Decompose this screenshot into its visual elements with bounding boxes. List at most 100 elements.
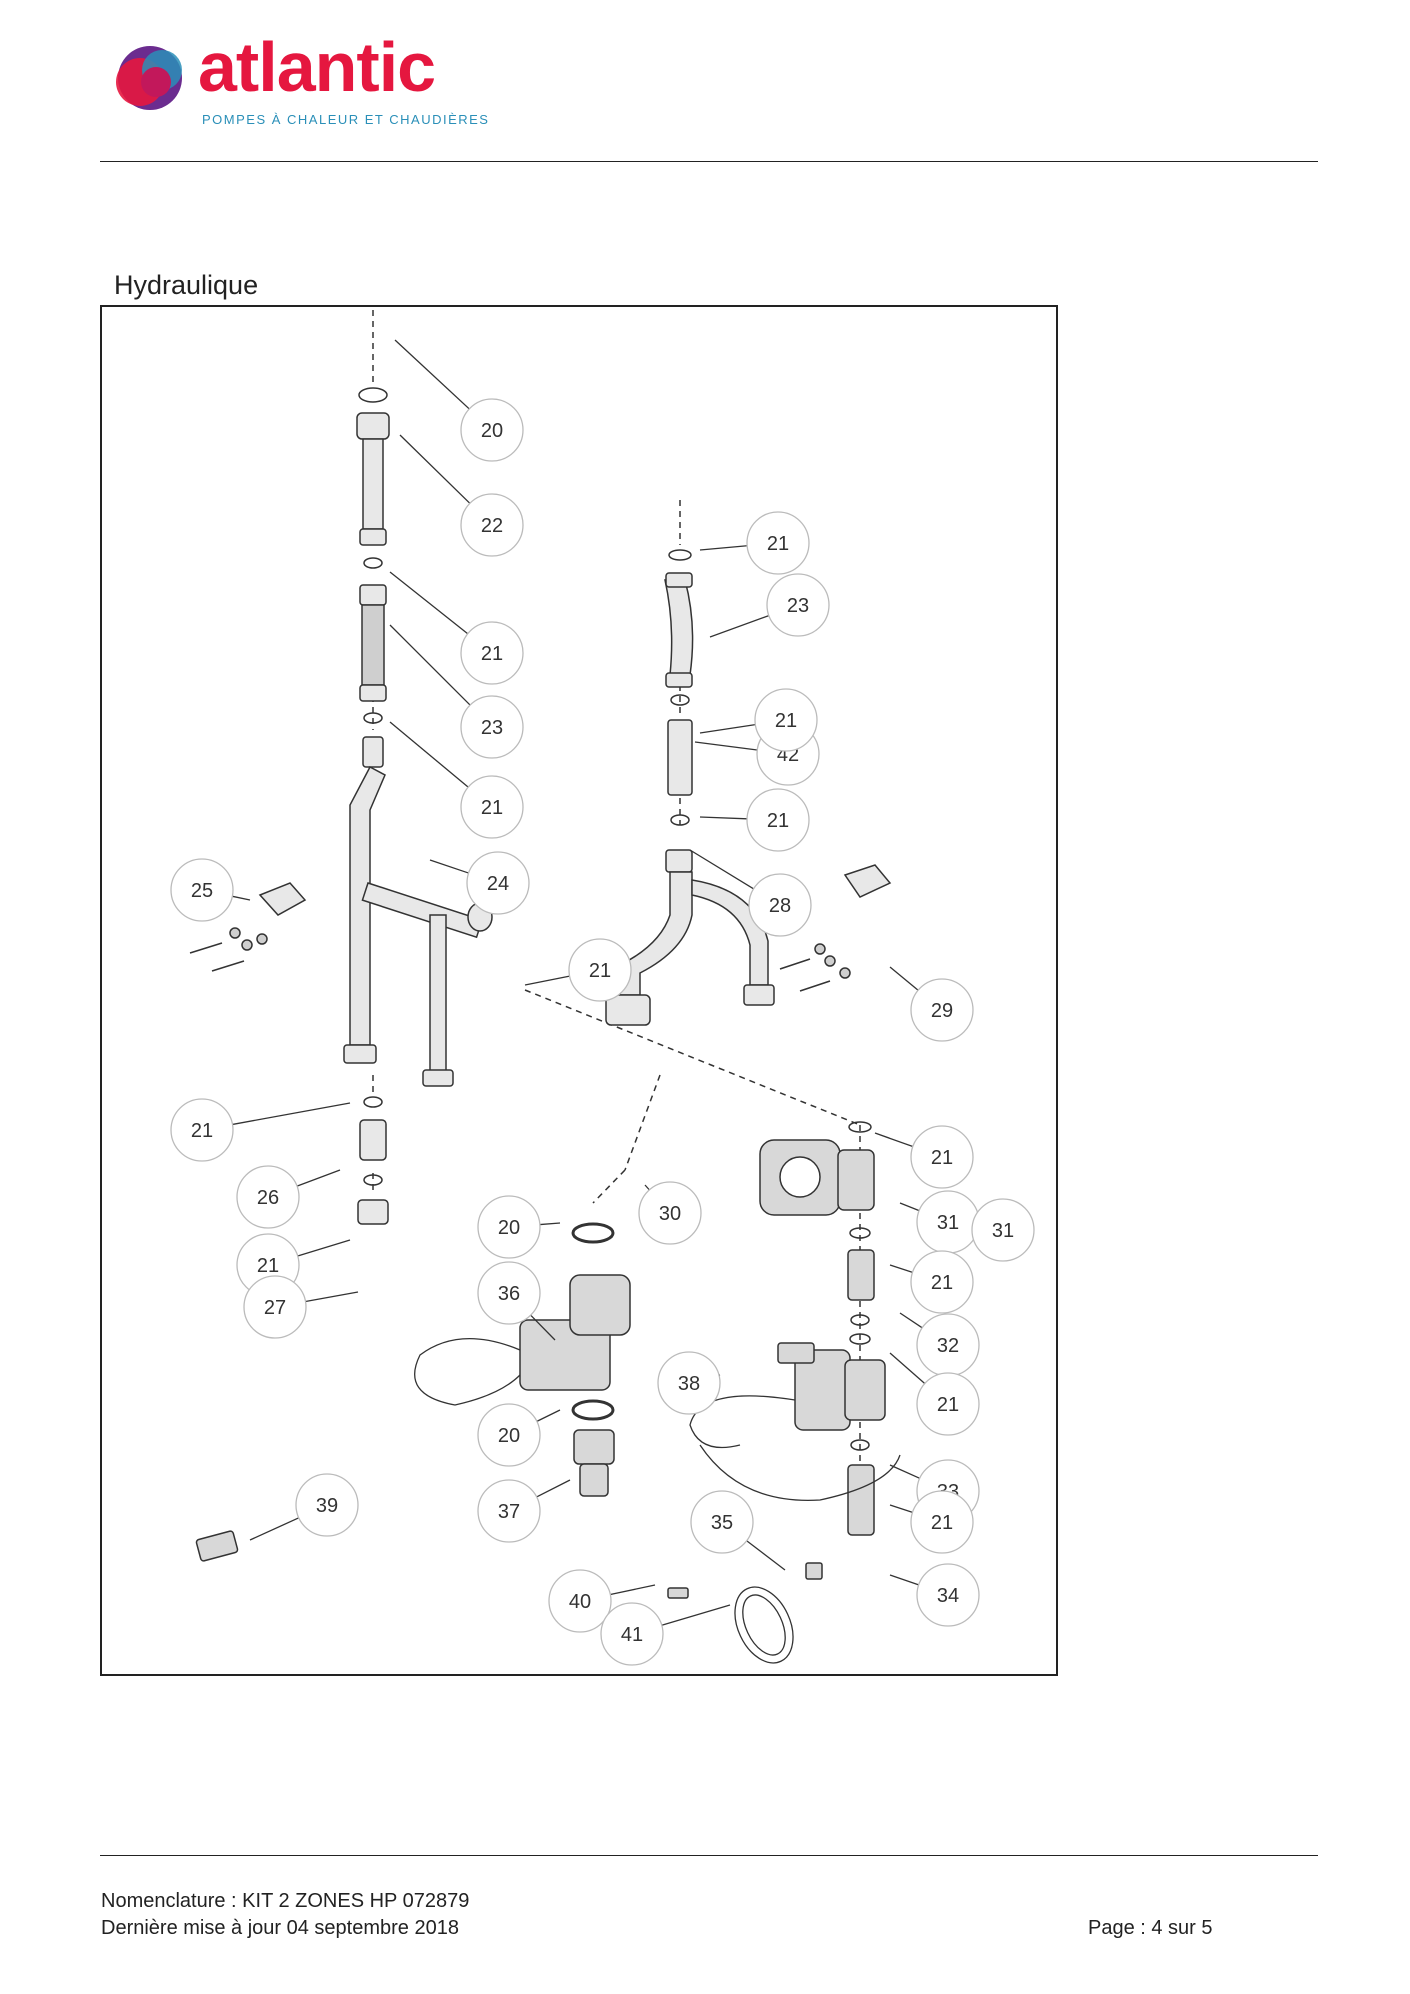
- callout-leader-line: [889, 1504, 913, 1513]
- callout-circle: [170, 1098, 234, 1162]
- callout-23: 23: [389, 624, 524, 759]
- callout-number: 20: [481, 420, 503, 442]
- callout-leader-line: [899, 1202, 920, 1212]
- callout-number: 37: [498, 1501, 520, 1523]
- callout-number: 21: [931, 1272, 953, 1294]
- callout-number: 31: [992, 1220, 1014, 1242]
- callout-circle: [690, 1490, 754, 1554]
- callout-number: 34: [937, 1585, 959, 1607]
- callout-30: 30: [638, 1181, 702, 1245]
- brand-logo: atlantic POMPES À CHALEUR ET CHAUDIÈRES: [110, 32, 490, 128]
- callout-35: 35: [690, 1490, 786, 1571]
- callout-number: 21: [589, 960, 611, 982]
- callout-leader-line: [536, 1479, 571, 1498]
- callout-number: 23: [481, 717, 503, 739]
- callout-circle: [910, 1125, 974, 1189]
- callout-circle: [170, 858, 234, 922]
- callout-circle: [548, 1569, 612, 1633]
- callout-number: 31: [937, 1212, 959, 1234]
- callout-number: 29: [931, 1000, 953, 1022]
- callout-number: 38: [678, 1373, 700, 1395]
- callout-22: 22: [399, 434, 524, 557]
- callout-leader-line: [530, 1314, 556, 1341]
- callout-21: 21: [699, 788, 810, 852]
- callout-circle: [910, 1250, 974, 1314]
- callout-leader-line: [429, 859, 469, 874]
- callout-32: 32: [899, 1312, 980, 1377]
- callout-number: 26: [257, 1187, 279, 1209]
- callout-circle: [295, 1473, 359, 1537]
- callout-circle: [754, 688, 818, 752]
- callout-leader-line: [389, 571, 469, 635]
- callout-circle: [568, 938, 632, 1002]
- callout-circle: [460, 398, 524, 462]
- callout-leader-line: [524, 975, 570, 986]
- callout-number: 21: [191, 1120, 213, 1142]
- brand-tagline: POMPES À CHALEUR ET CHAUDIÈRES: [202, 112, 490, 127]
- footer-reference: Nomenclature : KIT 2 ZONES HP 072879: [101, 1890, 470, 1912]
- callout-24: 24: [429, 851, 530, 915]
- callout-leader-line: [699, 723, 756, 734]
- callout-21: 21: [699, 511, 810, 575]
- callout-number: 32: [937, 1335, 959, 1357]
- header-divider: [100, 161, 1318, 162]
- callout-21: 21: [889, 1250, 974, 1314]
- callout-29: 29: [889, 966, 974, 1042]
- callout-38: 38: [657, 1351, 721, 1415]
- callout-leader-line: [889, 1264, 913, 1273]
- callout-circle: [460, 695, 524, 759]
- hydraulic-exploded-diagram: 2022212321242521284221232121292126212720…: [100, 305, 1058, 1676]
- callout-leader-line: [889, 1352, 926, 1385]
- callout-circle: [916, 1563, 980, 1627]
- callout-circle: [910, 1490, 974, 1554]
- callout-number: 36: [498, 1283, 520, 1305]
- callout-circle: [243, 1275, 307, 1339]
- callout-37: 37: [477, 1479, 571, 1543]
- callout-circle: [600, 1602, 664, 1666]
- callout-number: 21: [931, 1147, 953, 1169]
- callout-leader-line: [536, 1409, 561, 1422]
- callout-number: 21: [481, 643, 503, 665]
- callout-leader-line: [644, 1184, 650, 1191]
- callout-31: 31: [971, 1198, 1035, 1262]
- callout-number: 20: [498, 1217, 520, 1239]
- callout-leader-line: [889, 1574, 919, 1586]
- callout-leader-line: [699, 545, 748, 551]
- callout-circle: [460, 775, 524, 839]
- callout-number: 30: [659, 1203, 681, 1225]
- pump-parts: [195, 1121, 886, 1599]
- callout-leader-line: [610, 1584, 656, 1596]
- callout-number: 28: [769, 895, 791, 917]
- callout-number: 21: [931, 1512, 953, 1534]
- callout-number: 20: [498, 1425, 520, 1447]
- callout-circle: [477, 1479, 541, 1543]
- callout-26: 26: [236, 1165, 341, 1229]
- callout-number: 25: [191, 880, 213, 902]
- callout-leader-line: [296, 1169, 341, 1187]
- callout-21: 21: [699, 688, 818, 752]
- callout-circle: [766, 573, 830, 637]
- callout-leader-line: [709, 614, 770, 638]
- callout-21: 21: [889, 1490, 974, 1554]
- callout-number: 21: [775, 710, 797, 732]
- callout-41: 41: [600, 1602, 731, 1666]
- callout-31: 31: [899, 1190, 980, 1254]
- callout-27: 27: [243, 1275, 359, 1339]
- callout-leader-line: [399, 434, 471, 504]
- callout-20: 20: [477, 1403, 561, 1467]
- callout-number: 21: [481, 797, 503, 819]
- callout-21: 21: [874, 1125, 974, 1189]
- callout-leader-line: [297, 1239, 351, 1257]
- callout-leader-line: [746, 1540, 786, 1571]
- callout-circle: [638, 1181, 702, 1245]
- footer-update-date: Dernière mise à jour 04 septembre 2018: [101, 1917, 459, 1939]
- footer-divider: [100, 1855, 1318, 1856]
- callout-21: 21: [524, 938, 632, 1002]
- callout-number: 21: [257, 1255, 279, 1277]
- callout-leader-line: [874, 1132, 914, 1148]
- callout-number: 39: [316, 1495, 338, 1517]
- callout-21: 21: [170, 1098, 351, 1162]
- callout-number: 27: [264, 1297, 286, 1319]
- callout-circle: [466, 851, 530, 915]
- callout-circle: [460, 621, 524, 685]
